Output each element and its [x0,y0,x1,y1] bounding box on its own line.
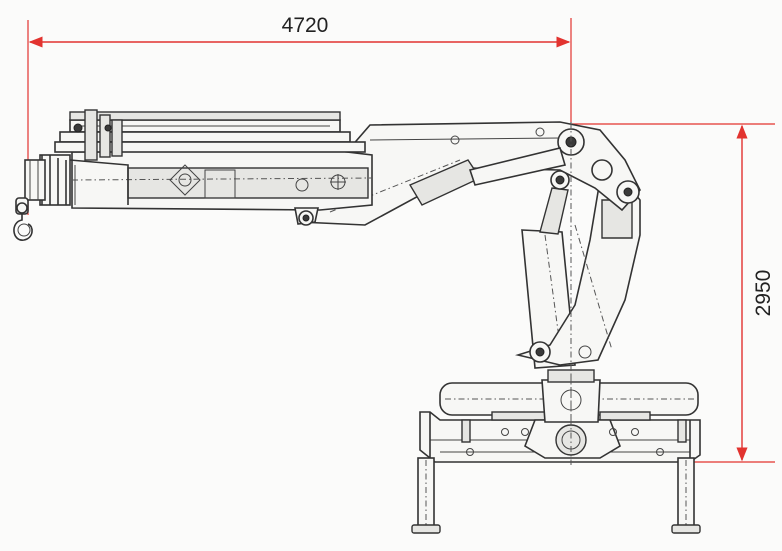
crane-base [411,382,701,534]
inner-boom [299,121,641,226]
vertical-dimension: 2950 [572,123,775,463]
extension-boom [54,109,373,226]
width-dimension-label: 4720 [282,14,329,37]
stabilizer-leg-left [411,457,441,534]
boom-tip [13,154,71,241]
crane-hook [13,197,33,241]
tele-section-top-rail [69,111,341,121]
tele-section-3 [54,141,366,153]
foot-pad-right [671,524,701,534]
stabilizer-leg-right [671,457,701,534]
main-column [514,177,641,366]
foot-pad-left [411,524,441,534]
height-dimension-label: 2950 [752,270,775,317]
